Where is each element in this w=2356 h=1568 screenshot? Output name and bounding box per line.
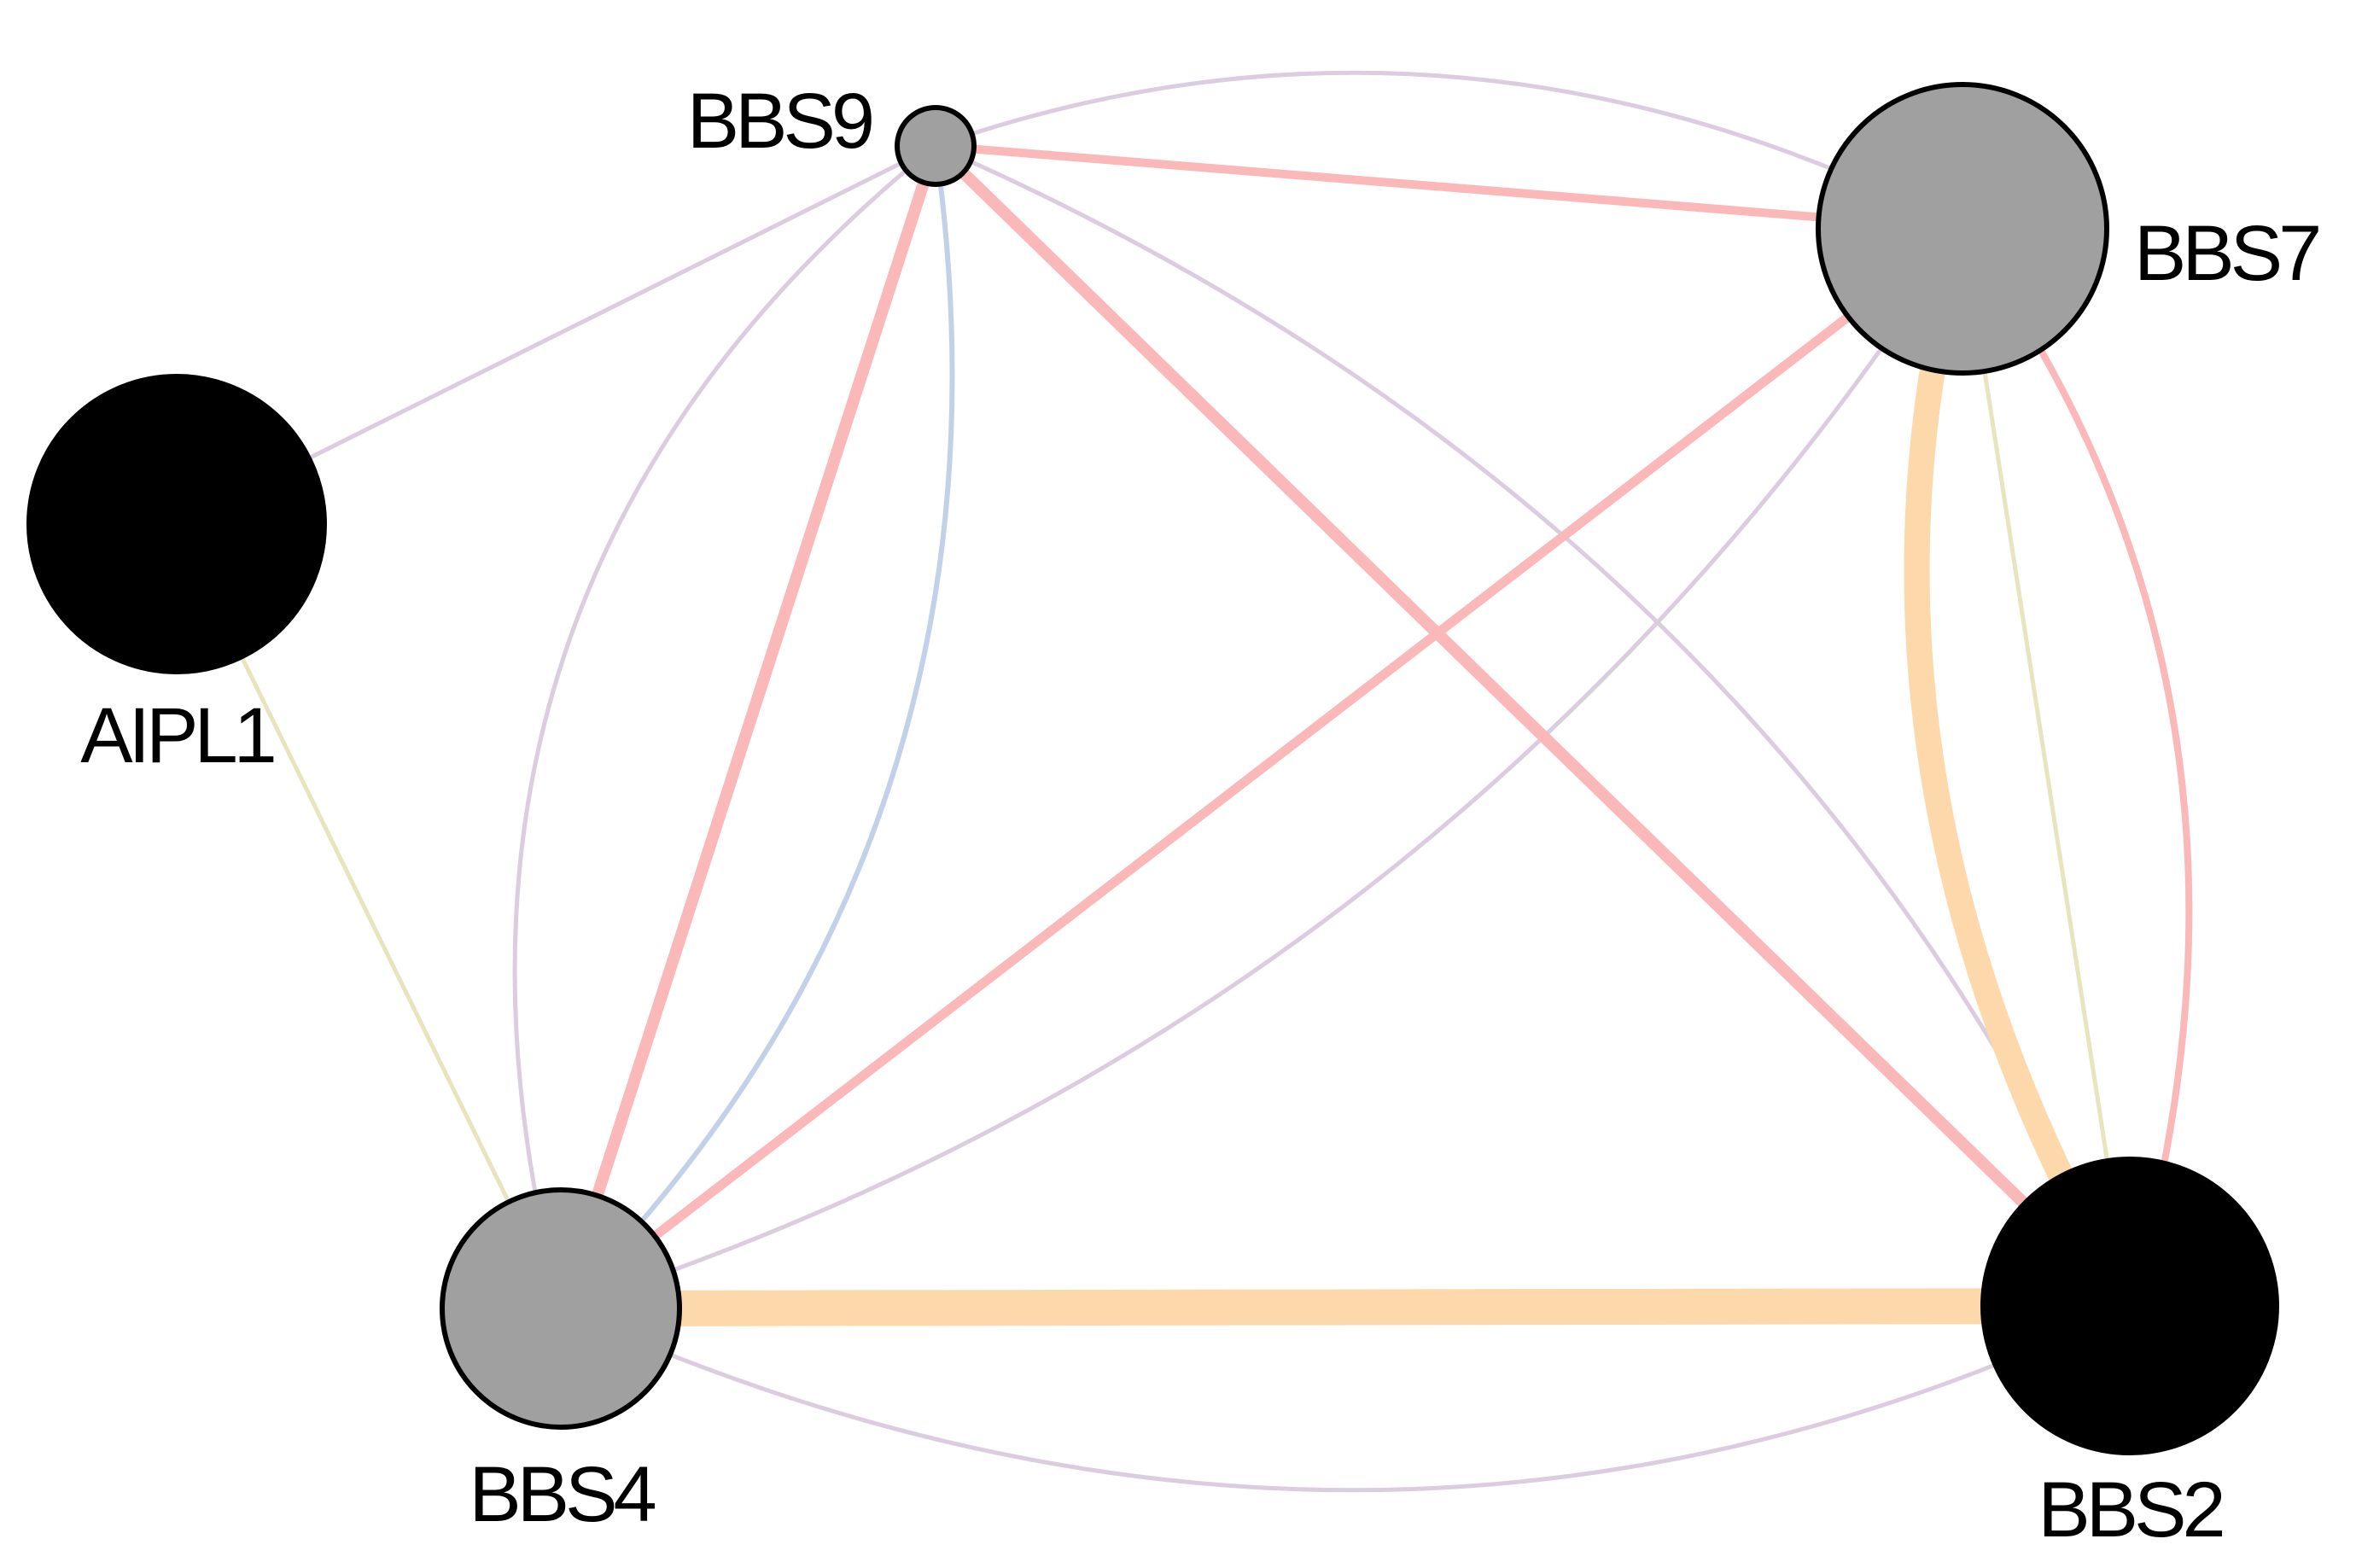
node-label-bbs4: BBS4: [469, 1451, 655, 1538]
edges-layer: [174, 70, 2193, 1493]
nodes-layer: [26, 82, 2279, 1455]
edge-bbs7-bbs2-pathway[interactable]: [1904, 216, 2143, 1319]
node-label-bbs7: BBS7: [2134, 210, 2318, 297]
node-label-bbs2: BBS2: [2038, 1466, 2222, 1553]
node-bbs7[interactable]: [1816, 82, 2109, 376]
edge-bbs9-bbs4-physical-interaction[interactable]: [555, 140, 942, 1314]
edge-bbs7-bbs4-physical-interaction[interactable]: [556, 224, 1968, 1314]
node-label-bbs9: BBS9: [687, 78, 872, 165]
edge-bbs9-bbs7-physical-interaction[interactable]: [931, 142, 1967, 233]
node-bbs2[interactable]: [1980, 1157, 2279, 1455]
edge-bbs9-bbs4-co-expression[interactable]: [512, 143, 938, 1311]
edge-bbs9-bbs4-co-localization[interactable]: [558, 143, 955, 1311]
edge-bbs7-bbs2-physical-interaction[interactable]: [1959, 225, 2193, 1309]
edge-bbs7-bbs2-genetic-interaction[interactable]: [1960, 226, 2132, 1309]
node-aipl1[interactable]: [26, 374, 327, 674]
edge-bbs9-bbs2-physical-interaction[interactable]: [930, 140, 2136, 1312]
edge-bbs9-bbs7-co-expression[interactable]: [933, 70, 1965, 231]
edge-bbs4-bbs2-co-expression[interactable]: [558, 1303, 2132, 1493]
node-label-aipl1: AIPL1: [80, 692, 273, 779]
edge-bbs7-bbs4-co-expression[interactable]: [558, 226, 1965, 1311]
node-bbs9[interactable]: [895, 105, 977, 187]
node-bbs4[interactable]: [440, 1187, 682, 1430]
edge-bbs4-bbs2-pathway[interactable]: [543, 1288, 2148, 1326]
